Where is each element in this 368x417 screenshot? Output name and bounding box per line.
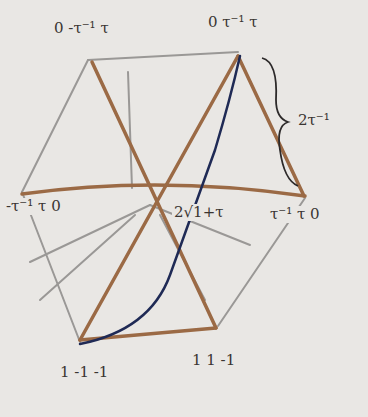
brown-edges bbox=[22, 56, 305, 340]
vertex-label: 0 τ⁻¹ τ bbox=[206, 14, 260, 31]
vertex-label: 1 1 -1 bbox=[190, 352, 237, 369]
vertex-label: 0 -τ⁻¹ τ bbox=[52, 20, 111, 37]
vertex-label: -τ⁻¹ τ 0 bbox=[4, 198, 63, 215]
path-curve bbox=[80, 56, 240, 344]
grey-outline bbox=[22, 52, 305, 342]
dimension-label: 2τ⁻¹ bbox=[296, 112, 332, 129]
vertex-label: τ⁻¹ τ 0 bbox=[268, 206, 322, 223]
vertex-label: 1 -1 -1 bbox=[58, 364, 110, 381]
bracket bbox=[262, 58, 298, 186]
dimension-label: 2√1+τ bbox=[172, 204, 226, 221]
